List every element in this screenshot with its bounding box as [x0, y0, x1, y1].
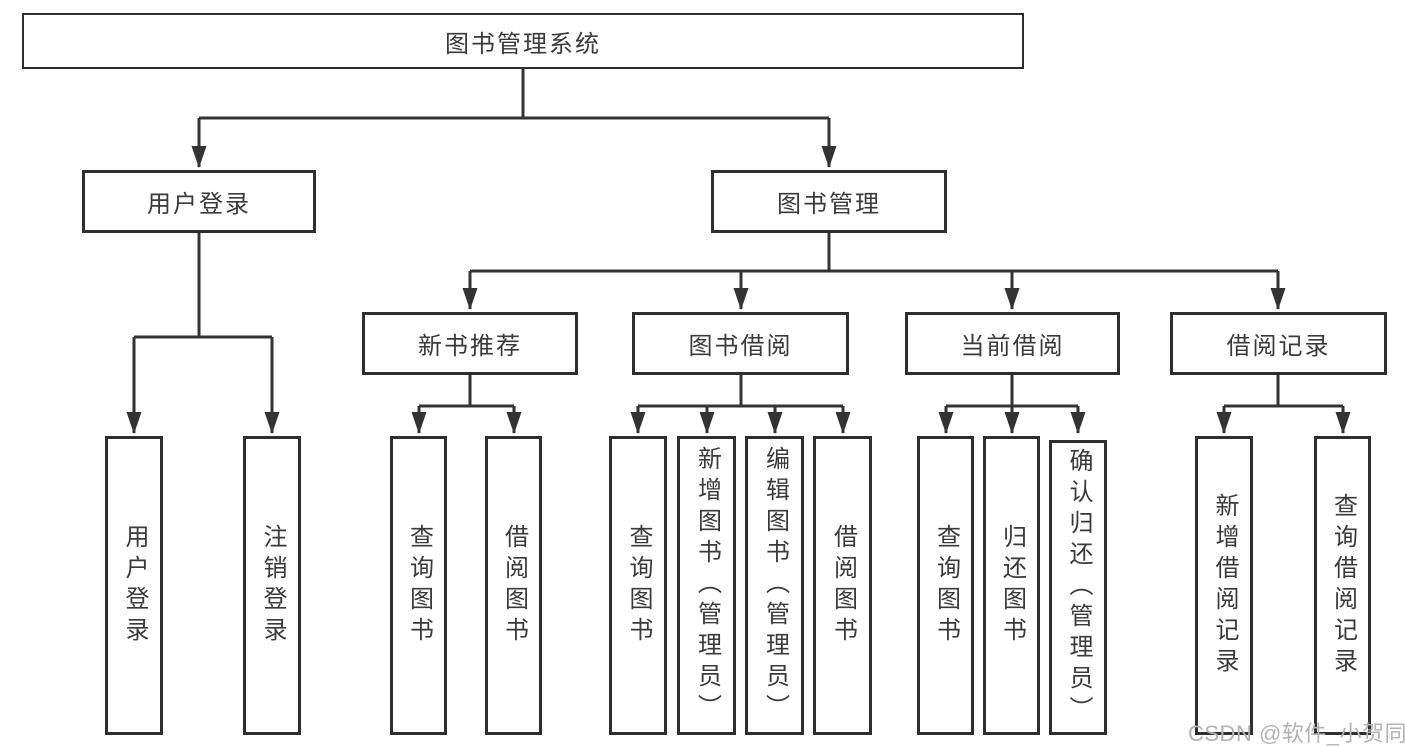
node-borrow-records: 借阅记录	[1170, 312, 1387, 375]
node-book-mgmt: 图书管理	[711, 170, 947, 233]
node-current-borrow-label: 当前借阅	[960, 333, 1065, 360]
node-library-system-label: 图书管理系统	[445, 30, 601, 58]
connector-user-login	[126, 233, 280, 434]
node-book-borrow-label: 图书借阅	[688, 333, 793, 360]
leaf-borrow-books-1: 借阅图书	[485, 436, 542, 735]
leaf-query-books-3: 查询图书	[917, 436, 974, 735]
leaf-borrow-books-2: 借阅图书	[813, 436, 872, 735]
leaf-confirm-return-admin: 确认归还（管理员）	[1049, 440, 1107, 735]
leaf-add-borrow-record: 新增借阅记录	[1195, 436, 1253, 735]
node-new-book-rec: 新书推荐	[362, 312, 578, 375]
connector-current-borrow	[938, 375, 1086, 434]
node-new-book-rec-label: 新书推荐	[418, 333, 522, 360]
node-borrow-records-label: 借阅记录	[1226, 333, 1331, 360]
leaf-query-books-1: 查询图书	[390, 436, 447, 735]
connector-new-book-rec	[411, 375, 522, 434]
csdn-watermark: CSDN @软件_小贺同学	[1188, 721, 1405, 746]
leaf-query-books-2: 查询图书	[609, 436, 667, 735]
node-library-system: 图书管理系统	[22, 13, 1024, 69]
leaf-edit-book-admin: 编辑图书（管理员）	[745, 436, 804, 735]
leaf-query-borrow-record: 查询借阅记录	[1314, 436, 1371, 735]
node-book-borrow: 图书借阅	[632, 312, 849, 375]
connector-book-mgmt	[462, 233, 1286, 310]
node-user-login: 用户登录	[82, 170, 316, 233]
connector-book-borrow	[630, 375, 851, 434]
leaf-user-login: 用户登录	[105, 436, 163, 735]
node-book-mgmt-label: 图书管理	[777, 191, 881, 218]
leaf-add-book-admin: 新增图书（管理员）	[677, 436, 736, 735]
node-current-borrow: 当前借阅	[905, 312, 1120, 375]
node-user-login-label: 用户登录	[147, 191, 251, 218]
connector-borrow-records	[1216, 375, 1351, 434]
leaf-return-books: 归还图书	[983, 436, 1040, 735]
connector-root	[191, 69, 837, 168]
leaf-logout: 注销登录	[243, 436, 301, 735]
